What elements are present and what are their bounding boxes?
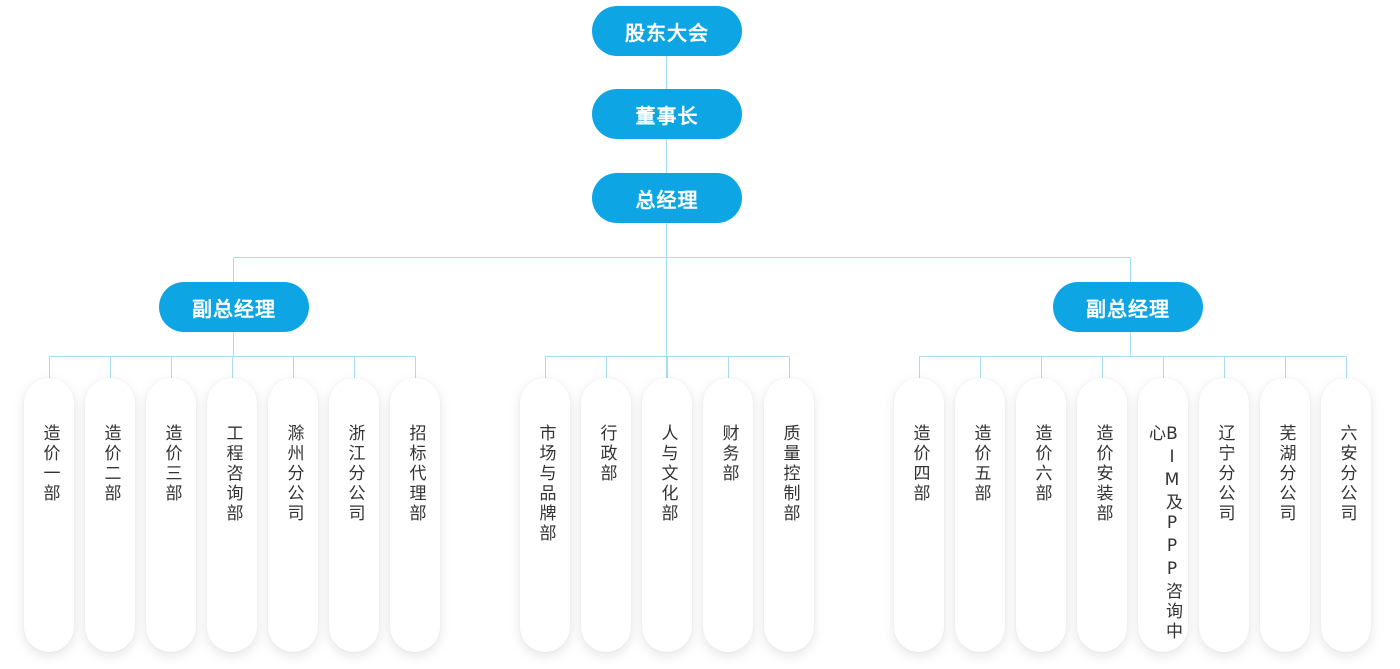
dept-column: 市场与品牌部	[520, 378, 570, 652]
dept-column: 造价三部	[146, 378, 196, 652]
dept-column: 人与文化部	[642, 378, 692, 652]
node-shareholders-meeting: 股东大会	[592, 6, 742, 56]
dept-label: 招标代理部	[405, 424, 426, 524]
dept-column: 行政部	[581, 378, 631, 652]
dept-column: 六安分公司	[1321, 378, 1371, 652]
dept-label: 造价四部	[909, 424, 930, 504]
node-chairman: 董事长	[592, 89, 742, 139]
dept-label: 造价一部	[39, 424, 60, 504]
dept-column: 招标代理部	[390, 378, 440, 652]
dept-column: 造价一部	[24, 378, 74, 652]
node-vice-gm-right: 副总经理	[1053, 282, 1203, 332]
dept-column: 财务部	[703, 378, 753, 652]
dept-label: 质量控制部	[779, 424, 800, 524]
dept-column: 造价五部	[955, 378, 1005, 652]
dept-label: 造价五部	[970, 424, 991, 504]
dept-column: 工程咨询部	[207, 378, 257, 652]
dept-label: 财务部	[718, 424, 739, 484]
node-vice-gm-left: 副总经理	[159, 282, 309, 332]
dept-label: 六安分公司	[1336, 424, 1357, 524]
dept-label: 行政部	[596, 424, 617, 484]
dept-label: 造价六部	[1031, 424, 1052, 504]
dept-column: 造价四部	[894, 378, 944, 652]
dept-column: 浙江分公司	[329, 378, 379, 652]
dept-label: 人与文化部	[657, 424, 678, 524]
dept-column: 辽宁分公司	[1199, 378, 1249, 652]
dept-column: 造价六部	[1016, 378, 1066, 652]
dept-label: 工程咨询部	[222, 424, 243, 524]
dept-label: 芜湖分公司	[1275, 424, 1296, 524]
dept-column: 质量控制部	[764, 378, 814, 652]
node-general-manager: 总经理	[592, 173, 742, 223]
dept-label: 浙江分公司	[344, 424, 365, 524]
dept-column: BIM及PPP咨询中心	[1138, 378, 1188, 652]
dept-label: 市场与品牌部	[535, 424, 556, 544]
dept-column: 滁州分公司	[268, 378, 318, 652]
dept-label: 造价安装部	[1092, 424, 1113, 524]
dept-label: 造价三部	[161, 424, 182, 504]
dept-label: 滁州分公司	[283, 424, 304, 524]
dept-label: BIM及PPP咨询中心	[1145, 424, 1182, 642]
dept-label: 辽宁分公司	[1214, 424, 1235, 524]
dept-label: 造价二部	[100, 424, 121, 504]
dept-column: 芜湖分公司	[1260, 378, 1310, 652]
dept-column: 造价二部	[85, 378, 135, 652]
dept-column: 造价安装部	[1077, 378, 1127, 652]
